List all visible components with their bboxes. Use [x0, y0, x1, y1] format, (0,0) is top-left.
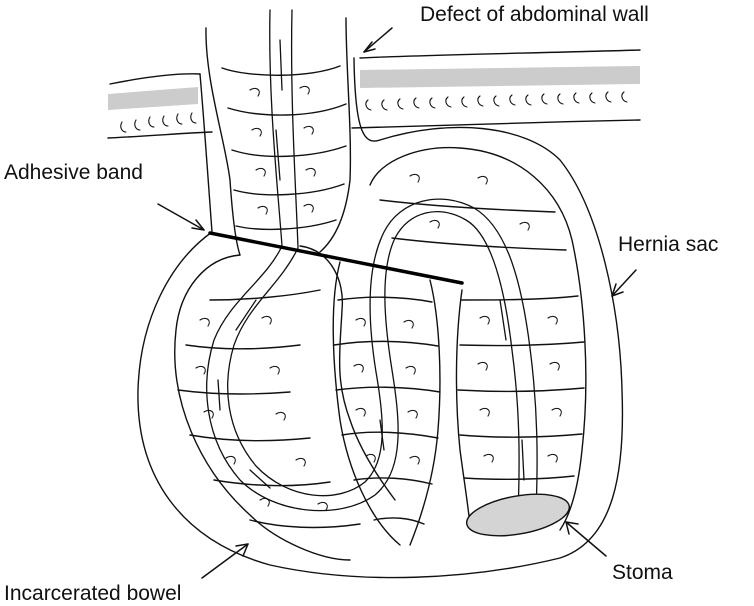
arrows — [157, 27, 637, 579]
arrow-defect — [363, 27, 393, 53]
adhesive-band — [208, 231, 464, 285]
stoma — [465, 493, 571, 537]
abdominal-wall — [107, 49, 641, 139]
abdominal-wall-inner-line-right — [351, 119, 641, 129]
arrow-stoma — [565, 521, 607, 557]
abdominal-wall-inner-line-left — [107, 131, 213, 139]
arrow-hernia-sac — [611, 269, 637, 297]
label-incarcerated-bowel: Incarcerated bowel — [4, 582, 182, 605]
bowel-column-middle — [332, 261, 441, 546]
label-adhesive-band: Adhesive band — [4, 161, 143, 184]
muscle-fiber-marks-left — [120, 112, 197, 133]
label-defect-of-abdominal-wall: Defect of abdominal wall — [420, 3, 649, 26]
label-hernia-sac: Hernia sac — [618, 233, 719, 256]
muscle-fiber-marks-right — [365, 91, 628, 111]
abdominal-wall-outer-line-right — [359, 49, 641, 59]
bowel-column-right — [369, 146, 587, 531]
fascia-layer-left — [108, 87, 198, 110]
arrow-incarcerated-bowel — [201, 543, 249, 579]
bowel-neck-segment — [205, 17, 352, 256]
mesentery-strand — [206, 9, 538, 516]
bowel-loop-left — [174, 245, 396, 561]
fascia-layer-right — [360, 66, 640, 88]
hernia-sac-outline — [137, 57, 624, 579]
arrow-adhesive-band — [157, 203, 205, 231]
label-stoma: Stoma — [612, 561, 673, 584]
abdominal-wall-outer-line-left — [109, 73, 201, 85]
